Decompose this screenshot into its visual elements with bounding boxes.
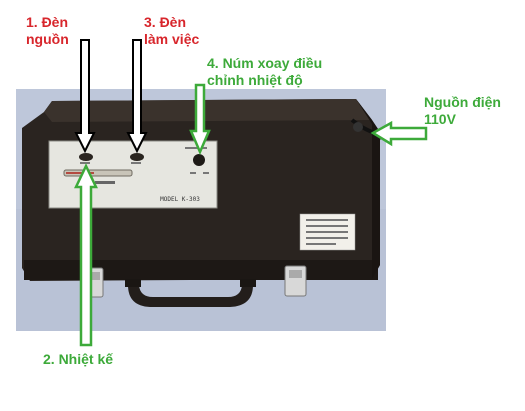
carry-handle [125,279,256,307]
thermometer-arrow [74,163,98,347]
temperature-knob [193,154,205,166]
power-lamp-label-line2: nguồn [26,31,69,47]
work-lamp-label-line1: 3. Đèn [144,14,187,30]
work-lamp-arrow [126,39,148,154]
model-label: MODEL K-303 [160,196,200,203]
knob-arrow [189,83,211,156]
knob-label: 4. Núm xoay điều chỉnh nhiệt độ [207,55,322,89]
power-source-label-line2: 110V [424,111,456,127]
info-sticker [299,213,356,251]
latch-right [284,265,307,297]
power-lamp-label-line1: 1. Đèn [26,14,69,30]
power-lamp-label: 1. Đèn nguồn [26,14,69,48]
power-source-arrow [370,120,428,147]
work-lamp [130,153,144,161]
work-lamp-label-line2: làm việc [144,31,200,47]
thermometer-label: 2. Nhiệt kế [43,351,114,367]
work-lamp-label: 3. Đèn làm việc [144,14,199,48]
power-source-label: Nguồn điện 110V [424,94,501,128]
power-lamp-arrow [74,39,96,154]
power-lamp [79,153,93,161]
knob-label-line2: chỉnh nhiệt độ [207,72,303,88]
knob-label-line1: 4. Núm xoay điều [207,55,323,71]
power-cord [350,118,384,140]
power-source-label-line1: Nguồn điện [424,94,501,110]
control-panel: MODEL K-303 [48,140,218,209]
